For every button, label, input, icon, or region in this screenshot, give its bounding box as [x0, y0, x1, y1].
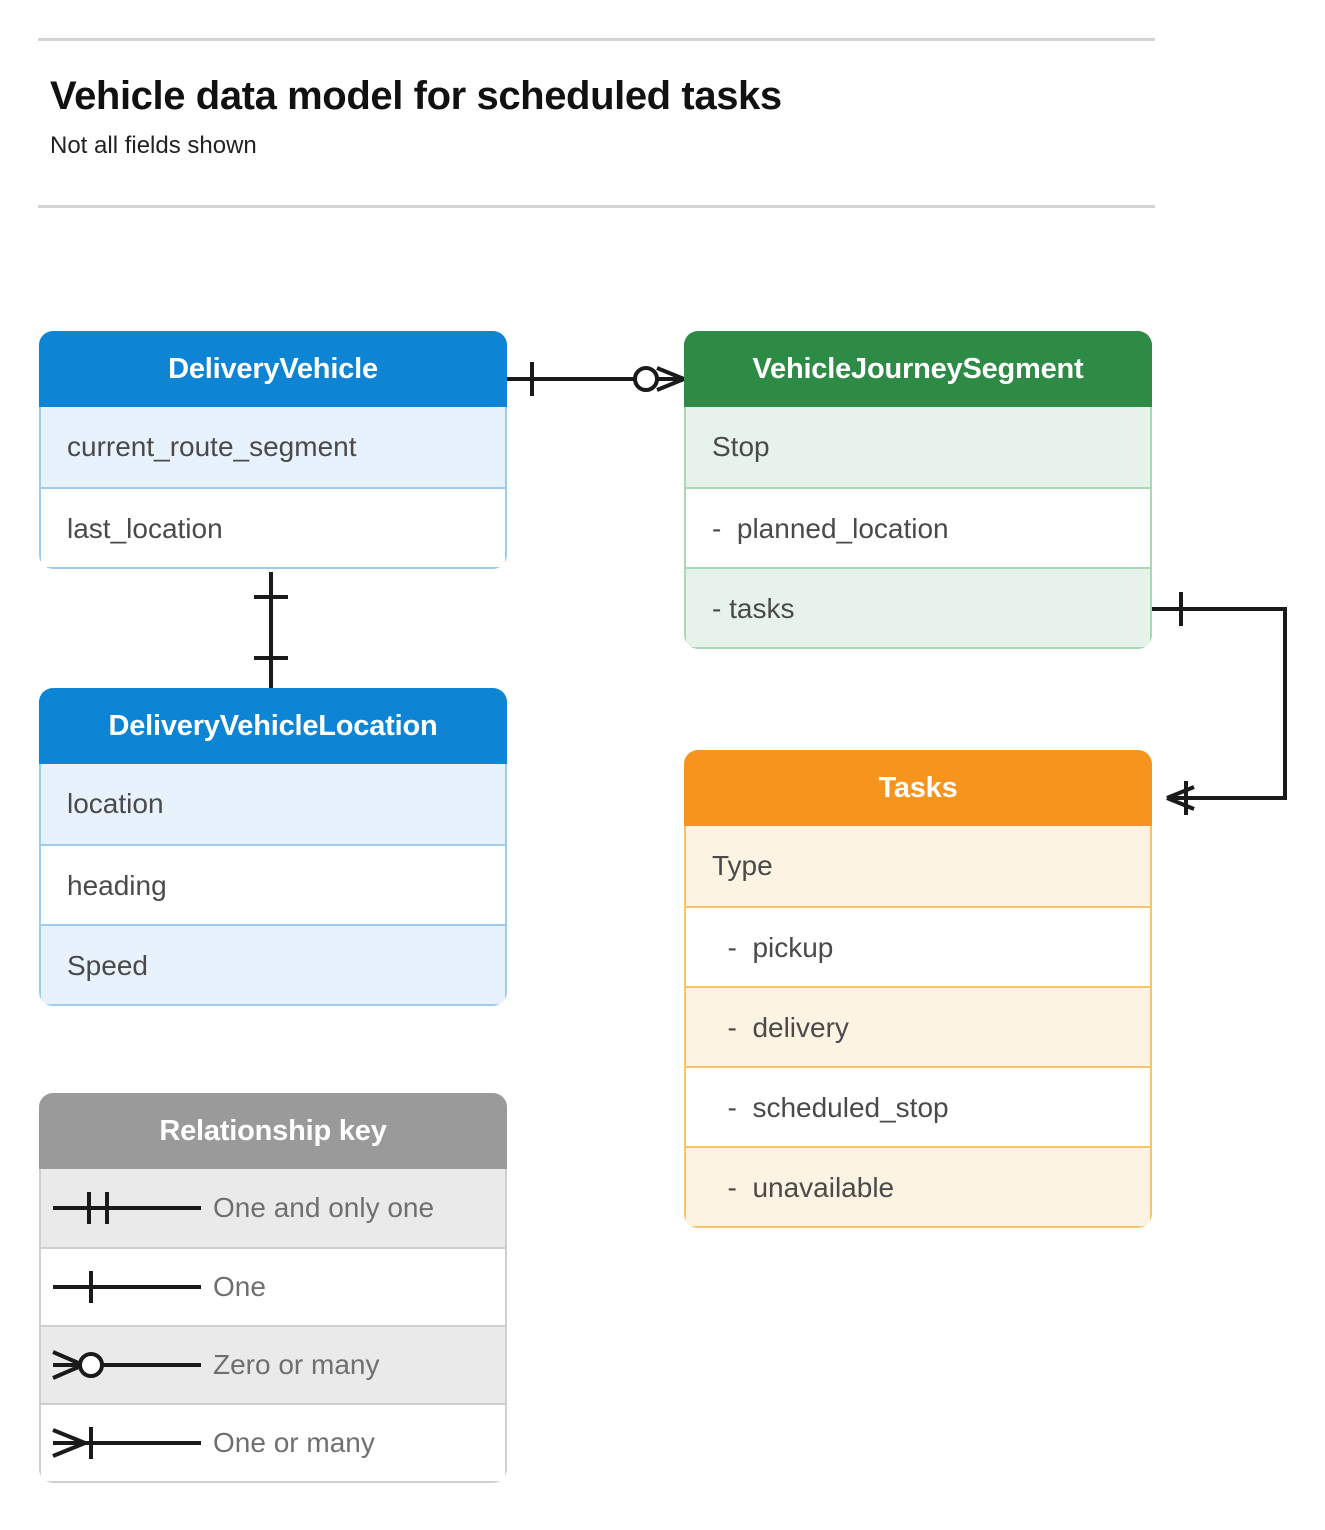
connector-tasks-crowsfoot-upper — [1166, 785, 1195, 800]
entity-delivery-vehicle-location[interactable]: DeliveryVehicleLocation location heading… — [39, 688, 507, 1006]
one-and-only-one-icon — [41, 1169, 213, 1247]
field-row[interactable]: Stop — [686, 407, 1150, 487]
header-divider-bottom — [38, 205, 1155, 208]
connector-dv-vjs-crowsfoot-lower — [656, 377, 685, 392]
connector-dv-vjs-zero-circle — [633, 366, 659, 392]
entity-delivery-vehicle-title: DeliveryVehicle — [39, 331, 507, 407]
field-row[interactable]: Type — [686, 826, 1150, 906]
entity-vehicle-journey-segment-title: VehicleJourneySegment — [684, 331, 1152, 407]
connector-dv-vjs-crowsfoot-upper — [656, 366, 685, 381]
one-or-many-icon — [41, 1405, 213, 1481]
legend-item-label: Zero or many — [213, 1349, 380, 1380]
legend-item: Zero or many — [41, 1325, 505, 1403]
field-row[interactable]: location — [41, 764, 505, 844]
entity-tasks[interactable]: Tasks Type - pickup - delivery - schedul… — [684, 750, 1152, 1228]
zero-or-many-icon — [41, 1327, 213, 1403]
field-row[interactable]: last_location — [41, 487, 505, 567]
field-row[interactable]: - delivery — [686, 986, 1150, 1066]
relationship-key-title: Relationship key — [39, 1093, 507, 1169]
entity-delivery-vehicle-location-fields: location heading Speed — [39, 764, 507, 1006]
relationship-key-legend: Relationship key One and only one — [39, 1093, 507, 1483]
legend-item-label: One — [213, 1271, 266, 1302]
one-icon — [41, 1249, 213, 1325]
field-row[interactable]: - unavailable — [686, 1146, 1150, 1226]
entity-delivery-vehicle-fields: current_route_segment last_location — [39, 407, 507, 569]
field-row[interactable]: - pickup — [686, 906, 1150, 986]
legend-item: One or many — [41, 1403, 505, 1481]
field-row[interactable]: - scheduled_stop — [686, 1066, 1150, 1146]
entity-tasks-fields: Type - pickup - delivery - scheduled_sto… — [684, 826, 1152, 1228]
entity-delivery-vehicle-location-title: DeliveryVehicleLocation — [39, 688, 507, 764]
field-row[interactable]: Speed — [41, 924, 505, 1004]
page-subtitle: Not all fields shown — [50, 132, 257, 159]
field-row[interactable]: current_route_segment — [41, 407, 505, 487]
legend-item: One — [41, 1247, 505, 1325]
entity-vehicle-journey-segment[interactable]: VehicleJourneySegment Stop - planned_loc… — [684, 331, 1152, 649]
relationship-key-rows: One and only one One — [39, 1169, 507, 1483]
entity-delivery-vehicle[interactable]: DeliveryVehicle current_route_segment la… — [39, 331, 507, 569]
field-row[interactable]: - tasks — [686, 567, 1150, 647]
page-title: Vehicle data model for scheduled tasks — [50, 74, 782, 118]
legend-item-label: One and only one — [213, 1192, 435, 1223]
entity-vehicle-journey-segment-fields: Stop - planned_location - tasks — [684, 407, 1152, 649]
connector-vjs-tasks-path — [1152, 607, 1287, 800]
field-row[interactable]: - planned_location — [686, 487, 1150, 567]
field-row[interactable]: heading — [41, 844, 505, 924]
connector-tasks-crowsfoot-lower — [1166, 796, 1195, 811]
header-divider-top — [38, 38, 1155, 41]
entity-tasks-title: Tasks — [684, 750, 1152, 826]
legend-item: One and only one — [41, 1169, 505, 1247]
legend-item-label: One or many — [213, 1427, 375, 1458]
